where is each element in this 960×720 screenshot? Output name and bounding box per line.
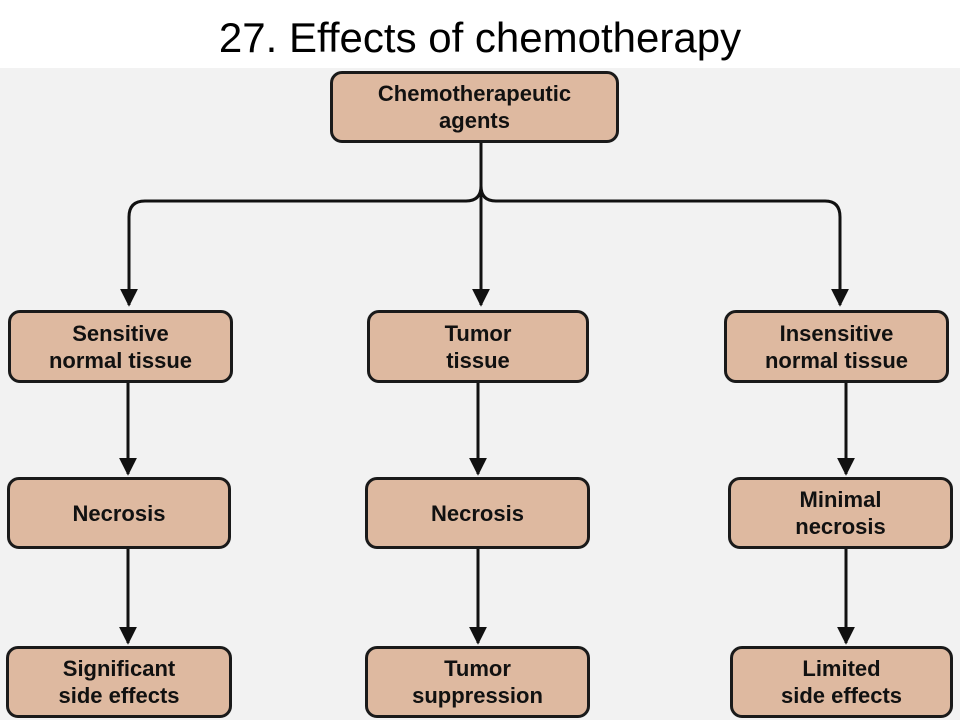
page-title: 27. Effects of chemotherapy	[218, 14, 742, 61]
outcome-label-line1: Significant	[62, 656, 176, 681]
tissue-label-line1: Insensitive	[779, 320, 894, 346]
branch-line-right	[479, 185, 849, 307]
outcome-box-sensitive: Significant side effects	[6, 646, 232, 718]
effect-label-line1: Necrosis	[431, 500, 524, 526]
root-label-line1: Chemotherapeutic	[377, 81, 572, 106]
effect-label-line2: necrosis	[795, 514, 886, 539]
root-box: Chemotherapeutic agents	[330, 71, 619, 143]
effect-box-sensitive: Necrosis	[7, 477, 231, 549]
tissue-label-line2: normal tissue	[764, 347, 909, 373]
branch-line-left	[120, 185, 483, 307]
root-label-line2: agents	[439, 108, 510, 133]
outcome-label-line2: side effects	[780, 683, 903, 708]
outcome-box-insensitive: Limited side effects	[730, 646, 953, 718]
tissue-box-sensitive: Sensitive normal tissue	[8, 310, 233, 383]
effect-box-insensitive: Minimal necrosis	[728, 477, 953, 549]
outcome-label-line2: side effects	[58, 683, 180, 708]
tissue-label-line1: Sensitive	[72, 320, 169, 346]
tissue-label-line2: normal tissue	[48, 347, 193, 373]
effect-box-tumor: Necrosis	[365, 477, 590, 549]
tissue-label-line1: Tumor	[444, 320, 512, 346]
outcome-label-line2: suppression	[412, 683, 543, 708]
outcome-label-line1: Tumor	[444, 656, 511, 681]
tissue-box-insensitive: Insensitive normal tissue	[724, 310, 949, 383]
effect-label-line1: Necrosis	[72, 500, 166, 526]
tissue-box-tumor: Tumor tissue	[367, 310, 589, 383]
outcome-label-line1: Limited	[802, 656, 881, 681]
outcome-box-tumor: Tumor suppression	[365, 646, 590, 718]
effect-label-line1: Minimal	[799, 487, 882, 512]
tissue-label-line2: tissue	[446, 347, 510, 373]
